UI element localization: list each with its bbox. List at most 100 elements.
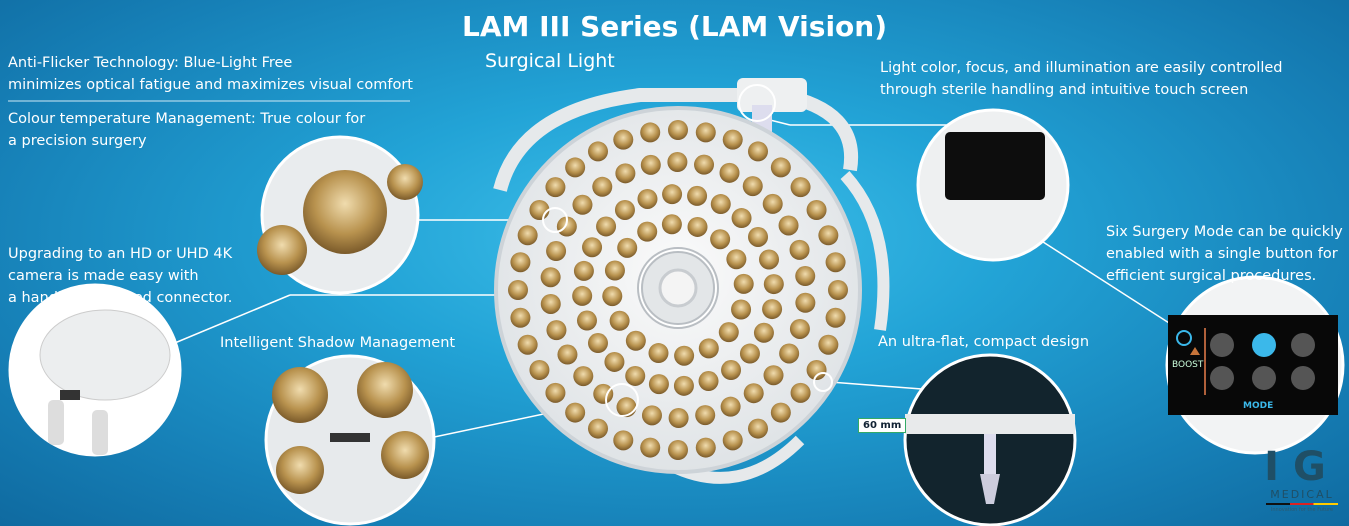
led (721, 360, 742, 381)
led (698, 338, 719, 359)
led (648, 343, 669, 364)
led (825, 252, 846, 273)
feature-flat: An ultra-flat, compact design (878, 334, 1090, 350)
led (588, 418, 608, 439)
led (615, 163, 636, 184)
led (572, 285, 593, 306)
led (661, 214, 682, 235)
led (795, 292, 816, 313)
led (640, 154, 661, 175)
led (748, 226, 769, 247)
led (825, 307, 846, 328)
led (613, 430, 634, 451)
text-line: Light color, focus, and illumination are… (880, 60, 1283, 76)
led (641, 405, 662, 426)
led (625, 365, 646, 386)
led (572, 194, 593, 215)
led (763, 274, 784, 295)
led (719, 162, 740, 183)
led (778, 215, 799, 236)
led (720, 396, 741, 417)
led (517, 225, 538, 246)
led (640, 437, 661, 458)
led (565, 402, 586, 423)
led (763, 365, 784, 386)
led (759, 249, 780, 270)
feature-camera: Upgrading to an HD or UHD 4K camera is ma… (8, 243, 232, 309)
led (795, 266, 816, 287)
led (582, 237, 603, 258)
led (510, 252, 531, 273)
led (510, 307, 531, 328)
boost-label: BOOST (1172, 360, 1204, 370)
led (790, 382, 811, 403)
led (694, 154, 715, 175)
logo-flag-bar (1266, 503, 1338, 505)
led (545, 177, 566, 198)
led (762, 193, 783, 214)
led (573, 260, 594, 281)
led (790, 177, 811, 198)
page-title: LAM III Series (LAM Vision) (461, 10, 888, 43)
led (587, 333, 608, 354)
led (742, 176, 763, 197)
led (695, 405, 716, 426)
led (648, 374, 669, 395)
led-array (508, 120, 848, 460)
led (698, 371, 719, 392)
feature-colour-temp: Colour temperature Management: True colo… (8, 108, 365, 152)
led (806, 360, 827, 380)
led (588, 141, 608, 162)
led (614, 199, 635, 220)
led (710, 229, 731, 250)
led (695, 437, 716, 458)
led (710, 194, 731, 215)
led (640, 122, 661, 143)
led (592, 176, 613, 197)
led (556, 216, 577, 237)
led (625, 330, 646, 351)
led (546, 320, 567, 341)
text-line: a precision surgery (8, 133, 147, 149)
led (604, 351, 625, 372)
led (806, 200, 827, 220)
led (770, 402, 791, 423)
led (596, 216, 617, 237)
led (637, 221, 658, 242)
text-line: Upgrading to an HD or UHD 4K (8, 246, 233, 262)
led (667, 152, 688, 173)
text-line: efficient surgical procedures. (1106, 268, 1317, 284)
led (662, 184, 683, 205)
led (779, 343, 800, 364)
led (565, 157, 586, 178)
led (668, 440, 688, 460)
led (529, 200, 550, 220)
callout-mode-screen (1165, 275, 1345, 455)
led (695, 122, 716, 143)
led (739, 343, 760, 364)
logo-name: MEDICAL (1270, 488, 1334, 501)
dimension-label: 60 mm (858, 418, 907, 433)
led (613, 129, 634, 150)
led (748, 141, 768, 162)
led (818, 225, 839, 246)
text-line: through sterile handling and intuitive t… (880, 82, 1249, 98)
company-logo: IG MEDICAL Innovation for the Future (1262, 446, 1342, 513)
logo-mark: IG (1264, 444, 1340, 490)
callout-shadow (264, 354, 436, 526)
led (818, 334, 839, 355)
led (731, 299, 752, 320)
led (828, 280, 848, 300)
text-line: camera is made easy with (8, 268, 199, 284)
led (637, 188, 658, 209)
led (733, 273, 754, 294)
led (609, 310, 630, 331)
text-line: a handle-integrated connector. (8, 290, 233, 306)
led (616, 397, 637, 418)
led (687, 216, 708, 237)
led (718, 322, 739, 343)
led (753, 322, 774, 343)
page-subtitle: Surgical Light (485, 50, 615, 72)
led (673, 375, 694, 396)
